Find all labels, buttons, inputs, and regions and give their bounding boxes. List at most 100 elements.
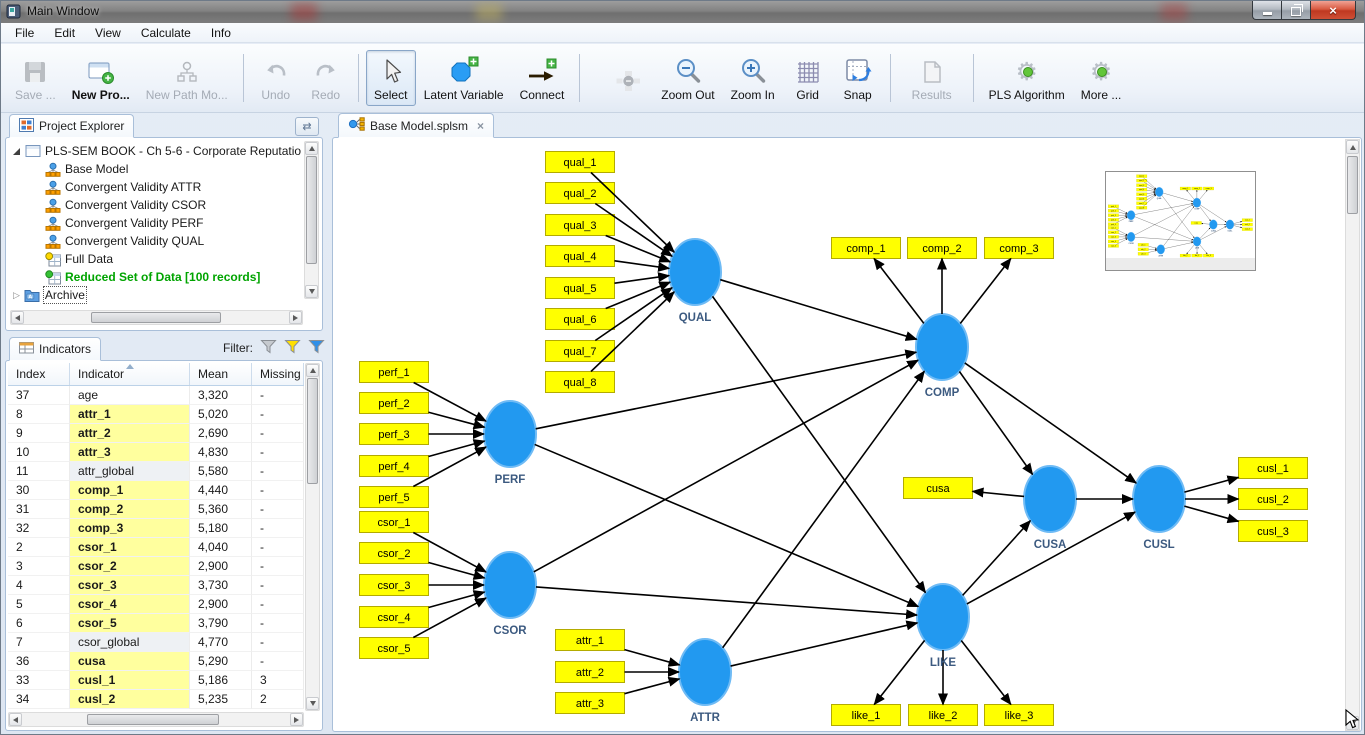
zoom-out-button[interactable]: Zoom Out — [653, 50, 722, 106]
path-arrow-PERF-LIKE[interactable] — [1134, 216, 1194, 241]
indicator-cusl_1[interactable] — [1238, 457, 1308, 479]
measurement-arrow-qual_3[interactable] — [605, 234, 672, 263]
scroll-up-button[interactable] — [1346, 140, 1359, 154]
indicator-like_3[interactable] — [1203, 253, 1214, 258]
menu-info[interactable]: Info — [210, 25, 231, 40]
scroll-up-button[interactable] — [306, 364, 319, 377]
path-arrow-QUAL-LIKE[interactable] — [711, 295, 927, 594]
connect-button[interactable]: Connect — [512, 50, 573, 106]
measurement-arrow-qual_1[interactable] — [1143, 177, 1157, 190]
path-arrow-QUAL-COMP[interactable] — [1163, 192, 1194, 202]
latent-variable-button[interactable]: Latent Variable — [416, 50, 512, 106]
measurement-arrow-perf_5[interactable] — [1116, 216, 1128, 223]
close-button[interactable]: × — [1310, 1, 1356, 20]
scroll-left-button[interactable] — [9, 713, 22, 726]
indicator-comp_1[interactable] — [831, 237, 901, 259]
scroll-left-button[interactable] — [11, 311, 24, 324]
indicator-perf_5[interactable] — [1108, 222, 1119, 226]
table-vertical-scrollbar[interactable] — [305, 363, 320, 711]
measurement-arrow-cusa[interactable] — [1201, 222, 1210, 225]
measurement-arrow-csor_4[interactable] — [1118, 237, 1128, 241]
indicator-qual_7[interactable] — [545, 340, 615, 362]
restore-button[interactable] — [1281, 1, 1310, 20]
table-horizontal-scrollbar[interactable] — [8, 712, 304, 727]
measurement-arrow-attr_1[interactable] — [1148, 246, 1158, 249]
canvas-vertical-scrollbar[interactable] — [1345, 139, 1360, 731]
tree-vertical-scrollbar[interactable] — [304, 141, 319, 299]
latent-CSOR[interactable] — [1126, 232, 1136, 242]
new-project-button[interactable]: New Pro... — [64, 50, 138, 106]
redo-button[interactable]: Redo — [301, 50, 351, 106]
filter-funnel-gray-icon[interactable] — [260, 339, 277, 357]
path-arrow-CSOR-COMP[interactable] — [533, 359, 920, 573]
tree-item-pls-sem-book-ch-5-6-corporate-[interactable]: PLS-SEM BOOK - Ch 5-6 - Corporate Reputa… — [8, 142, 302, 160]
indicator-qual_1[interactable] — [1136, 174, 1148, 178]
measurement-arrow-qual_8[interactable] — [590, 291, 675, 373]
measurement-arrow-qual_6[interactable] — [1145, 193, 1156, 198]
path-arrow-ATTR-COMP[interactable] — [1163, 206, 1195, 246]
indicator-csor_2[interactable] — [359, 542, 429, 564]
indicator-perf_3[interactable] — [1108, 213, 1119, 217]
scroll-thumb[interactable] — [306, 156, 317, 264]
zoom-in-button[interactable]: Zoom In — [723, 50, 783, 106]
column-header-index[interactable]: Index — [8, 363, 70, 385]
measurement-arrow-cusl_3[interactable] — [1233, 225, 1243, 229]
path-arrow-COMP-CUSL[interactable] — [964, 362, 1138, 484]
measurement-arrow-qual_6[interactable] — [605, 281, 672, 310]
indicator-perf_5[interactable] — [359, 486, 429, 508]
measurement-arrow-qual_5[interactable] — [1146, 191, 1156, 194]
measurement-arrow-csor_1[interactable] — [1116, 229, 1128, 236]
measurement-arrow-like_1[interactable] — [873, 639, 926, 706]
latent-CUSL[interactable] — [1132, 465, 1186, 533]
indicator-csor_4[interactable] — [359, 606, 429, 628]
tree-item-base-model[interactable]: Base Model — [8, 160, 302, 178]
scroll-thumb[interactable] — [307, 378, 318, 484]
tree-item-convergent-validity-perf[interactable]: Convergent Validity PERF — [8, 214, 302, 232]
latent-PERF[interactable] — [483, 400, 537, 468]
measurement-arrow-perf_4[interactable] — [1118, 215, 1128, 219]
expander-collapsed-icon[interactable]: ▷ — [13, 289, 20, 300]
indicator-qual_2[interactable] — [545, 182, 615, 204]
indicator-qual_4[interactable] — [1136, 188, 1148, 192]
measurement-arrow-perf_1[interactable] — [1116, 207, 1128, 214]
indicator-cusl_3[interactable] — [1238, 520, 1308, 542]
tab-base-model[interactable]: Base Model.splsm × — [338, 113, 495, 138]
indicator-perf_4[interactable] — [359, 455, 429, 477]
measurement-arrow-perf_5[interactable] — [412, 446, 487, 488]
measurement-arrow-attr_1[interactable] — [624, 648, 681, 667]
indicator-attr_1[interactable] — [555, 629, 625, 651]
measurement-arrow-perf_2[interactable] — [1118, 211, 1128, 215]
indicator-perf_1[interactable] — [359, 361, 429, 383]
menu-edit[interactable]: Edit — [54, 25, 76, 40]
more-button[interactable]: ⚙More ... — [1073, 50, 1130, 106]
scroll-thumb[interactable] — [87, 714, 219, 725]
latent-ATTR[interactable] — [678, 638, 732, 706]
latent-QUAL[interactable] — [1155, 187, 1164, 197]
path-arrow-PERF-COMP[interactable] — [535, 349, 918, 430]
indicator-qual_8[interactable] — [1136, 206, 1148, 210]
indicator-qual_2[interactable] — [1136, 179, 1148, 183]
measurement-arrow-qual_7[interactable] — [1143, 194, 1156, 202]
measurement-arrow-comp_3[interactable] — [1199, 189, 1208, 200]
indicator-perf_2[interactable] — [359, 392, 429, 414]
measurement-arrow-like_3[interactable] — [1199, 244, 1208, 255]
indicator-cusl_3[interactable] — [1241, 227, 1253, 231]
latent-CUSL[interactable] — [1225, 219, 1235, 230]
save-button[interactable]: Save ... — [7, 50, 64, 106]
path-arrow-PERF-LIKE[interactable] — [534, 443, 920, 608]
select-button[interactable]: Select — [365, 50, 416, 106]
path-arrow-CSOR-LIKE[interactable] — [1135, 237, 1194, 242]
indicator-like_1[interactable] — [1179, 253, 1191, 258]
measurement-arrow-csor_5[interactable] — [1116, 238, 1128, 245]
indicator-qual_6[interactable] — [1136, 197, 1148, 201]
indicator-qual_5[interactable] — [545, 277, 615, 299]
scroll-up-button[interactable] — [305, 142, 318, 155]
